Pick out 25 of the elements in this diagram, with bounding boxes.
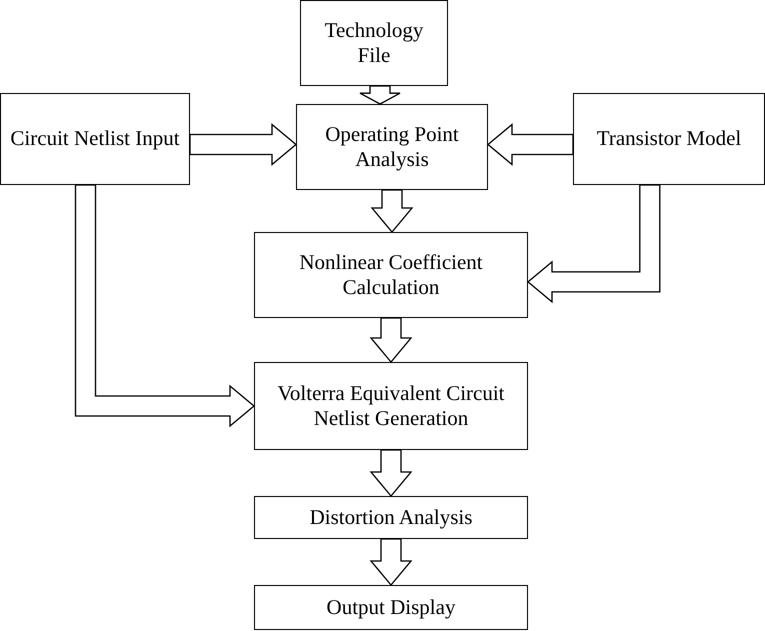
box-label: Technology File (324, 18, 424, 68)
box-label: Transistor Model (596, 126, 742, 152)
process-box (0, 93, 190, 185)
process-box (300, 0, 448, 86)
hollow-arrow (74, 184, 256, 428)
hollow-arrow (370, 317, 412, 364)
box-label: Distortion Analysis (310, 504, 472, 530)
box-label: Nonlinear Coefficient Calculation (298, 250, 484, 300)
process-box (254, 496, 528, 539)
process-box (254, 585, 528, 630)
box-label: Operating Point Analysis (324, 122, 460, 172)
hollow-arrow (370, 449, 412, 498)
hollow-arrow (359, 85, 401, 105)
hollow-arrow (486, 123, 574, 166)
hollow-arrow (370, 189, 414, 234)
hollow-arrow (189, 123, 298, 166)
process-box (254, 362, 528, 450)
process-box (573, 93, 765, 185)
hollow-arrow (526, 184, 660, 304)
box-label: Circuit Netlist Input (10, 126, 180, 152)
hollow-arrow (370, 538, 412, 586)
box-label: Volterra Equivalent Circuit Netlist Generation (276, 380, 506, 432)
process-box (254, 232, 528, 318)
box-label: Output Display (326, 594, 456, 620)
process-box (296, 104, 488, 190)
